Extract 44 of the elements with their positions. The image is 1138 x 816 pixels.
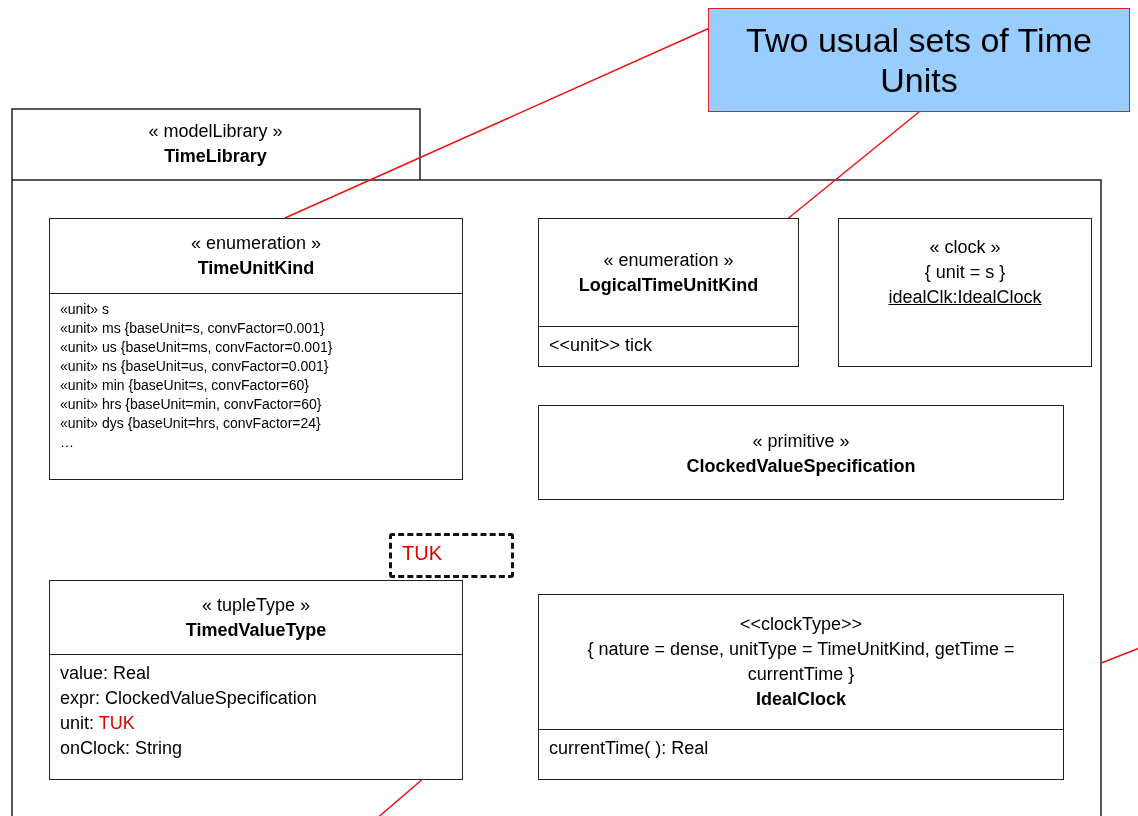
package-name: TimeLibrary	[164, 145, 267, 168]
package-frame	[11, 108, 1102, 816]
member-text: «unit» us {baseUnit=ms, convFactor=0.001}	[60, 338, 334, 357]
instance-box	[838, 218, 1092, 367]
class-box	[538, 594, 1064, 780]
stereotype-label: « tupleType »	[200, 593, 312, 617]
member-text: «unit» hrs {baseUnit=min, convFactor=60}	[60, 395, 323, 414]
stereotype-label: « primitive »	[751, 429, 851, 453]
class-name: ClockedValueSpecification	[685, 454, 917, 478]
member-text: value: Real	[60, 662, 152, 685]
anchor-line	[787, 111, 920, 219]
class-name: TimeUnitKind	[196, 257, 316, 280]
instance-name: idealClk:IdealClock	[888, 286, 1042, 309]
template-parameter-box	[389, 533, 514, 578]
member-text: «unit» s	[60, 300, 111, 319]
class-box	[49, 580, 463, 780]
member-text: currentTime( ): Real	[549, 737, 710, 760]
note-box	[708, 8, 1130, 112]
member-text: …	[60, 433, 75, 452]
class-name: LogicalTimeUnitKind	[577, 273, 760, 297]
note-text: Two usual sets of Time Units	[745, 20, 1093, 100]
member-text: «unit» ms {baseUnit=s, convFactor=0.001}	[60, 319, 326, 338]
template-parameter: TUK	[402, 542, 443, 565]
class-box	[49, 218, 463, 480]
stereotype-label: « enumeration »	[189, 232, 323, 255]
member-text: expr: ClockedValueSpecification	[60, 687, 318, 710]
anchor-line	[284, 28, 709, 219]
member-text: «unit» ns {baseUnit=us, convFactor=0.001}	[60, 357, 330, 376]
stereotype-label: « enumeration »	[602, 248, 735, 272]
stereotype-label: { unit = s }	[924, 261, 1006, 284]
stereotype-label: « modelLibrary »	[148, 120, 283, 143]
stereotype-label: { nature = dense, unitType = TimeUnitKind, getTime = currentTime }	[586, 638, 1016, 686]
stereotype-label: « clock »	[929, 236, 1001, 259]
member-text: «unit» dys {baseUnit=hrs, convFactor=24}	[60, 414, 322, 433]
member-text: <<unit>> tick	[549, 334, 654, 357]
member-text: «unit» min {baseUnit=s, convFactor=60}	[60, 376, 311, 395]
member-text: unit: TUK	[60, 712, 136, 735]
stereotype-label: <<clockType>>	[738, 613, 864, 636]
class-box	[538, 405, 1064, 500]
class-box	[538, 218, 799, 367]
class-name: TimedValueType	[184, 618, 328, 642]
class-name: IdealClock	[754, 688, 847, 711]
member-text: onClock: String	[60, 737, 184, 760]
annotation-line	[1101, 646, 1138, 664]
